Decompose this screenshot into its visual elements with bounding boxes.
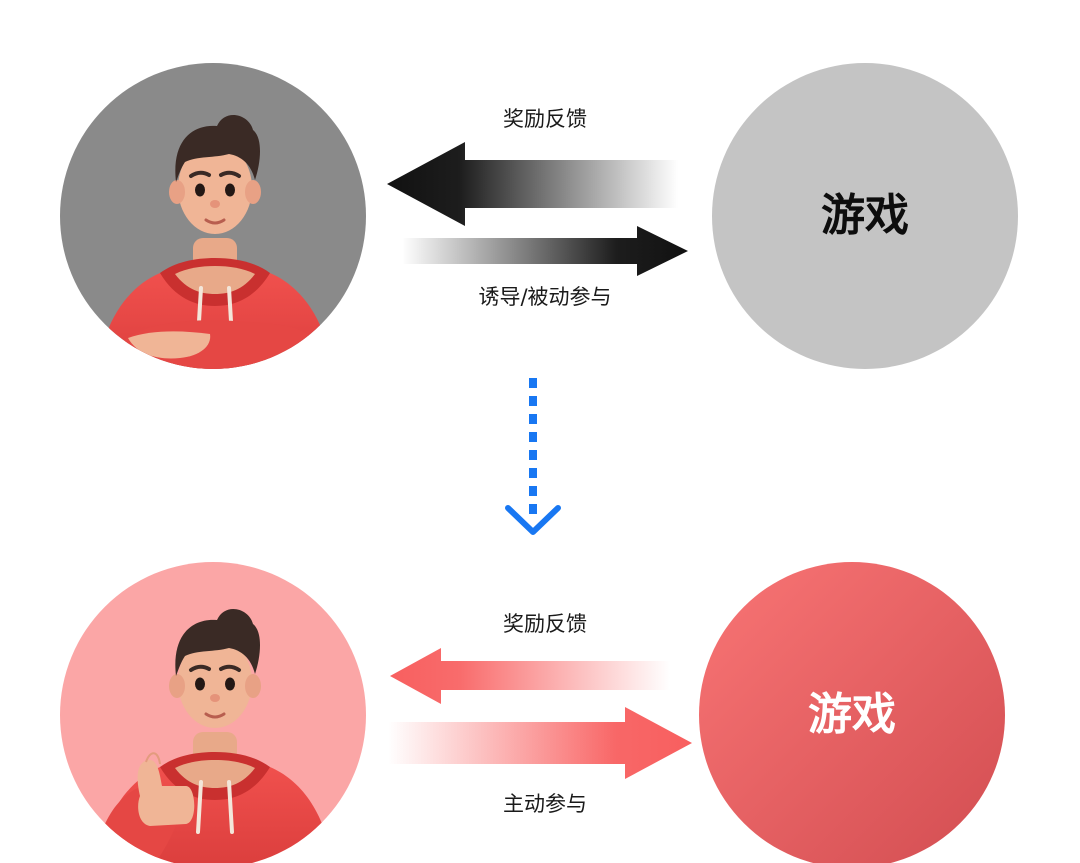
bottom-reward-label: 奖励反馈 bbox=[503, 612, 587, 636]
bottom-active-label: 主动参与 bbox=[503, 792, 587, 816]
bottom-game-label: 游戏 bbox=[808, 689, 896, 740]
top-game-circle bbox=[712, 63, 1018, 369]
bottom-arrow-right bbox=[388, 707, 692, 779]
top-game-node bbox=[712, 63, 1018, 369]
bottom-game-circle bbox=[699, 562, 1005, 863]
top-arrow-right bbox=[402, 226, 688, 276]
bottom-arrow-left bbox=[390, 648, 670, 704]
bottom-game-node bbox=[699, 562, 1005, 863]
bottom-player-node bbox=[60, 562, 366, 863]
top-induce-label: 诱导/被动参与 bbox=[478, 285, 612, 309]
top-induce-arrow bbox=[402, 226, 688, 276]
top-reward-arrow bbox=[387, 142, 678, 226]
chevron-down-icon bbox=[505, 505, 561, 535]
transition-connector bbox=[505, 378, 561, 535]
top-player-node bbox=[60, 63, 366, 369]
top-arrow-left bbox=[387, 142, 678, 226]
top-reward-label: 奖励反馈 bbox=[503, 107, 587, 131]
bottom-reward-arrow bbox=[390, 648, 670, 704]
bottom-active-arrow bbox=[388, 707, 692, 779]
top-game-label: 游戏 bbox=[821, 190, 909, 241]
top-character-illustration bbox=[93, 112, 337, 369]
